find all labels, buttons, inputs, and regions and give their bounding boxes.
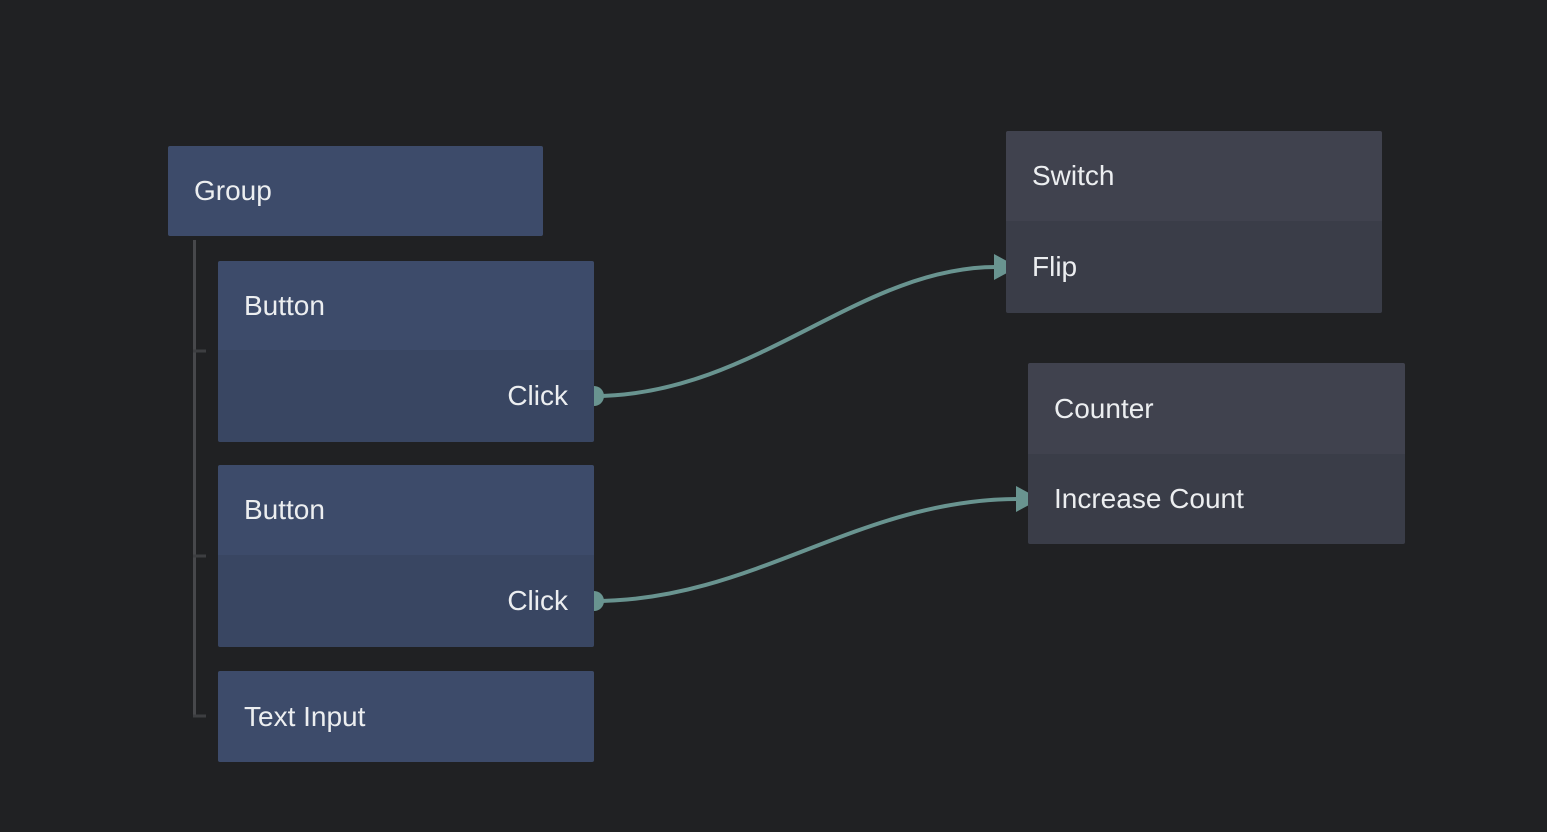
output-port-label: Click bbox=[507, 585, 568, 616]
node-title: Switch bbox=[1032, 160, 1115, 191]
edge-curve[interactable] bbox=[592, 265, 998, 398]
node-group[interactable]: Group bbox=[168, 146, 543, 236]
node-button-1[interactable]: Button Click bbox=[218, 261, 594, 442]
edge-curve[interactable] bbox=[592, 497, 1020, 603]
node-title: Text Input bbox=[244, 700, 366, 732]
input-port-label: Flip bbox=[1032, 251, 1078, 282]
input-port-label: Increase Count bbox=[1054, 483, 1244, 514]
node-button-1-body: Click bbox=[218, 350, 594, 442]
output-port-label: Click bbox=[507, 380, 568, 411]
node-switch-header: Switch bbox=[1006, 131, 1382, 221]
node-switch[interactable]: Switch Flip bbox=[1006, 131, 1382, 313]
node-text-input-header: Text Input bbox=[218, 671, 594, 762]
node-button-1-header: Button bbox=[218, 261, 594, 350]
node-button-2-body: Click bbox=[218, 555, 594, 647]
node-group-header: Group bbox=[168, 146, 543, 236]
node-title: Counter bbox=[1054, 392, 1154, 424]
node-switch-body: Flip bbox=[1006, 221, 1382, 313]
node-counter-header: Counter bbox=[1028, 363, 1405, 454]
node-text-input[interactable]: Text Input bbox=[218, 671, 594, 762]
node-counter-body: Increase Count bbox=[1028, 454, 1405, 544]
edge-button1-click-to-switch-flip[interactable] bbox=[592, 254, 1018, 398]
node-title: Button bbox=[244, 494, 325, 525]
node-button-2-header: Button bbox=[218, 465, 594, 555]
node-counter[interactable]: Counter Increase Count bbox=[1028, 363, 1405, 544]
edge-button2-click-to-counter-increase-count[interactable] bbox=[592, 486, 1040, 603]
node-button-2[interactable]: Button Click bbox=[218, 465, 594, 647]
group-tree-connector bbox=[193, 240, 206, 718]
node-title: Button bbox=[244, 289, 325, 321]
node-title: Group bbox=[194, 175, 272, 206]
